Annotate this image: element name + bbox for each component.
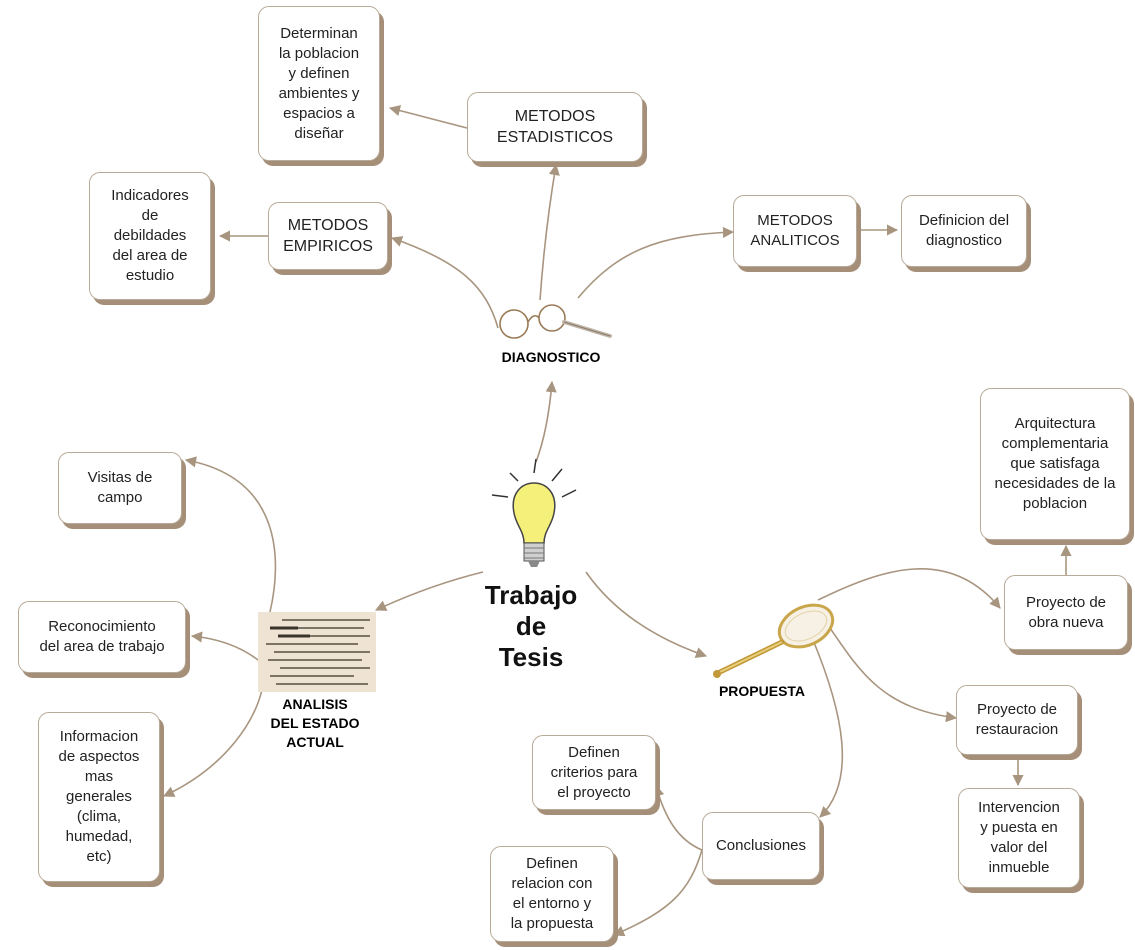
branch-label-propuesta: PROPUESTA [718,683,806,699]
node-label: Determinan la poblacion y definen ambien… [278,24,360,142]
node-intervencion-inmueble[interactable]: Intervencion y puesta en valor del inmue… [958,788,1080,888]
node-label: METODOS ESTADISTICOS [496,108,614,146]
node-label: Conclusiones [715,837,807,854]
node-label: Indicadores de debildades del area de es… [111,187,189,284]
edge-center-analisis [374,571,484,611]
node-arquitectura-complementaria[interactable]: Arquitectura complementaria que satisfag… [980,388,1130,540]
edge-center-propuesta [585,571,708,658]
edge-propuesta-conclusiones [812,639,844,818]
spectacles-icon [499,304,612,339]
node-proyecto-obra-nueva[interactable]: Proyecto de obra nueva [1004,575,1128,650]
node-metodos-empiricos[interactable]: METODOS EMPIRICOS [268,202,388,270]
edge-propuesta-restauracion [827,624,958,723]
edge-estadisticos-determinan [388,105,468,129]
node-indicadores-debilidades[interactable]: Indicadores de debildades del area de es… [89,172,211,300]
node-determinan-poblacion[interactable]: Determinan la poblacion y definen ambien… [258,6,380,161]
node-label: Definen criterios para el proyecto [550,743,638,801]
node-reconocimiento-area[interactable]: Reconocimiento del area de trabajo [18,601,186,673]
node-informacion-aspectos[interactable]: Informacion de aspectos mas generales (c… [38,712,160,882]
node-definen-relacion[interactable]: Definen relacion con el entorno y la pro… [490,846,614,942]
node-label: Arquitectura complementaria que satisfag… [994,415,1116,512]
node-metodos-analiticos[interactable]: METODOS ANALITICOS [733,195,857,267]
node-label: Definicion del diagnostico [918,212,1010,249]
edge-analisis-visitas [184,456,277,613]
node-label: Definen relacion con el entorno y la pro… [510,855,594,932]
node-proyecto-restauracion[interactable]: Proyecto de restauracion [956,685,1078,755]
edge-center-diagnostico [535,380,557,463]
node-label: METODOS ANALITICOS [750,212,840,249]
node-label: Informacion de aspectos mas generales (c… [58,728,140,865]
edge-propuesta-obra [817,568,1001,609]
central-topic-title: Trabajo de Tesis [484,580,578,672]
node-label: Proyecto de restauracion [975,701,1059,738]
branch-label-analisis: ANALISIS DEL ESTADO ACTUAL [270,696,360,750]
node-label: Intervencion y puesta en valor del inmue… [978,799,1060,876]
node-conclusiones[interactable]: Conclusiones [702,812,820,880]
node-visitas-campo[interactable]: Visitas de campo [58,452,182,524]
node-label: METODOS EMPIRICOS [283,217,373,255]
node-definen-criterios[interactable]: Definen criterios para el proyecto [532,735,656,810]
lightbulb-icon [491,458,577,567]
edge-diagnostico-empiricos [390,236,499,329]
node-label: Reconocimiento del area de trabajo [39,618,165,655]
node-label: Proyecto de obra nueva [1025,593,1107,631]
edge-diagnostico-estadisticos [539,163,560,301]
edge-conclusiones-criterios [653,784,703,851]
edge-diagnostico-analiticos [577,226,735,299]
hand-mirror-icon [713,603,835,678]
edge-conclusiones-relacion [612,849,703,937]
edge-analisis-reconocimiento [190,631,259,661]
branch-label-diagnostico: DIAGNOSTICO [501,349,601,365]
node-metodos-estadisticos[interactable]: METODOS ESTADISTICOS [467,92,643,162]
node-label: Visitas de campo [87,469,153,506]
node-definicion-diagnostico[interactable]: Definicion del diagnostico [901,195,1027,267]
newspaper-text-icon [258,612,376,692]
